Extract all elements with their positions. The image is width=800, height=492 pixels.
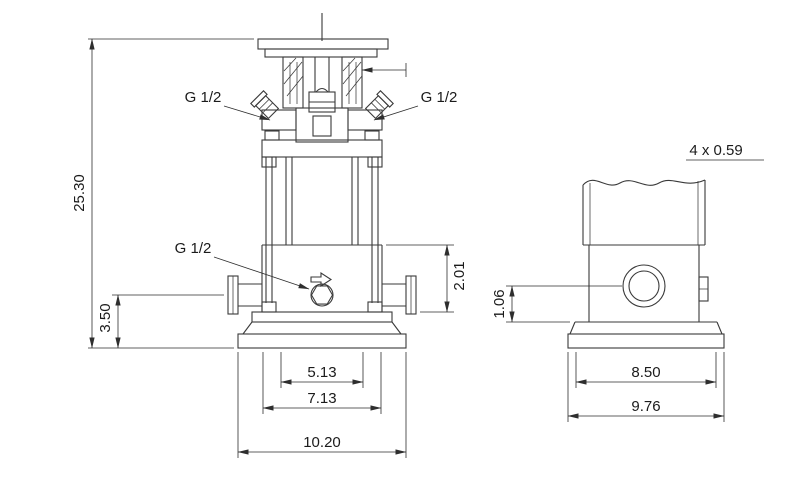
dim-base-width-outer: 10.20 [237,352,407,458]
dim-side-port-height-label: 1.06 [491,289,508,318]
motor-flange [257,38,389,58]
side-base [567,321,725,349]
pump-sleeve [262,157,382,246]
head-flange [261,130,383,158]
dim-flange-reference [361,63,407,77]
discharge-pipe-right [382,275,417,315]
port-top-left-label: G 1/2 [185,89,222,106]
label-port-top-left: G 1/2 [185,89,271,121]
label-mounting-holes: 4 x 0.59 [686,142,764,161]
dim-overall-height-label: 25.30 [71,174,88,212]
dim-discharge-offset: 2.01 [386,244,468,313]
pump-head [261,107,383,143]
dim-side-base-inner-label: 8.50 [631,364,660,381]
suction-pipe-left [227,275,262,315]
side-port-circle [622,264,666,308]
suction-chamber [261,245,383,312]
dim-side-base-inner: 8.50 [575,352,717,388]
front-view [227,13,417,349]
dim-base-width-mid-label: 7.13 [307,390,336,407]
label-port-top-right: G 1/2 [373,89,458,121]
shaft-coupling [308,57,336,113]
flow-direction-arrow-icon [310,271,333,288]
dim-side-base-outer-label: 9.76 [631,398,660,415]
break-line [582,179,706,186]
label-drain-port: G 1/2 [175,240,310,290]
drain-port-label: G 1/2 [175,240,212,257]
priming-plug-left [250,90,280,120]
dim-side-port-height: 1.06 [491,285,622,323]
side-body [582,180,706,322]
mounting-holes-label: 4 x 0.59 [689,142,742,159]
dimension-annotations: 25.30 3.50 2.01 G 1/2 G 1/2 G 1/2 [71,38,764,458]
dim-base-width-outer-label: 10.20 [303,434,341,451]
side-view [567,179,725,349]
front-base [237,311,407,349]
dim-side-base-outer: 9.76 [567,352,725,422]
coupling-guards [282,56,363,109]
dim-base-width-inner-label: 5.13 [307,364,336,381]
dim-base-width-inner: 5.13 [280,352,364,388]
dim-suction-height: 3.50 [97,294,224,349]
dim-overall-height: 25.30 [71,38,254,349]
tie-rods [261,156,383,313]
dim-suction-height-label: 3.50 [97,303,114,332]
dim-base-width-mid: 7.13 [262,352,382,414]
dim-discharge-offset-label: 2.01 [451,261,468,290]
port-top-right-label: G 1/2 [421,89,458,106]
drain-plug [310,283,334,307]
terminal-lug [698,276,709,302]
priming-plug-right [364,90,394,120]
